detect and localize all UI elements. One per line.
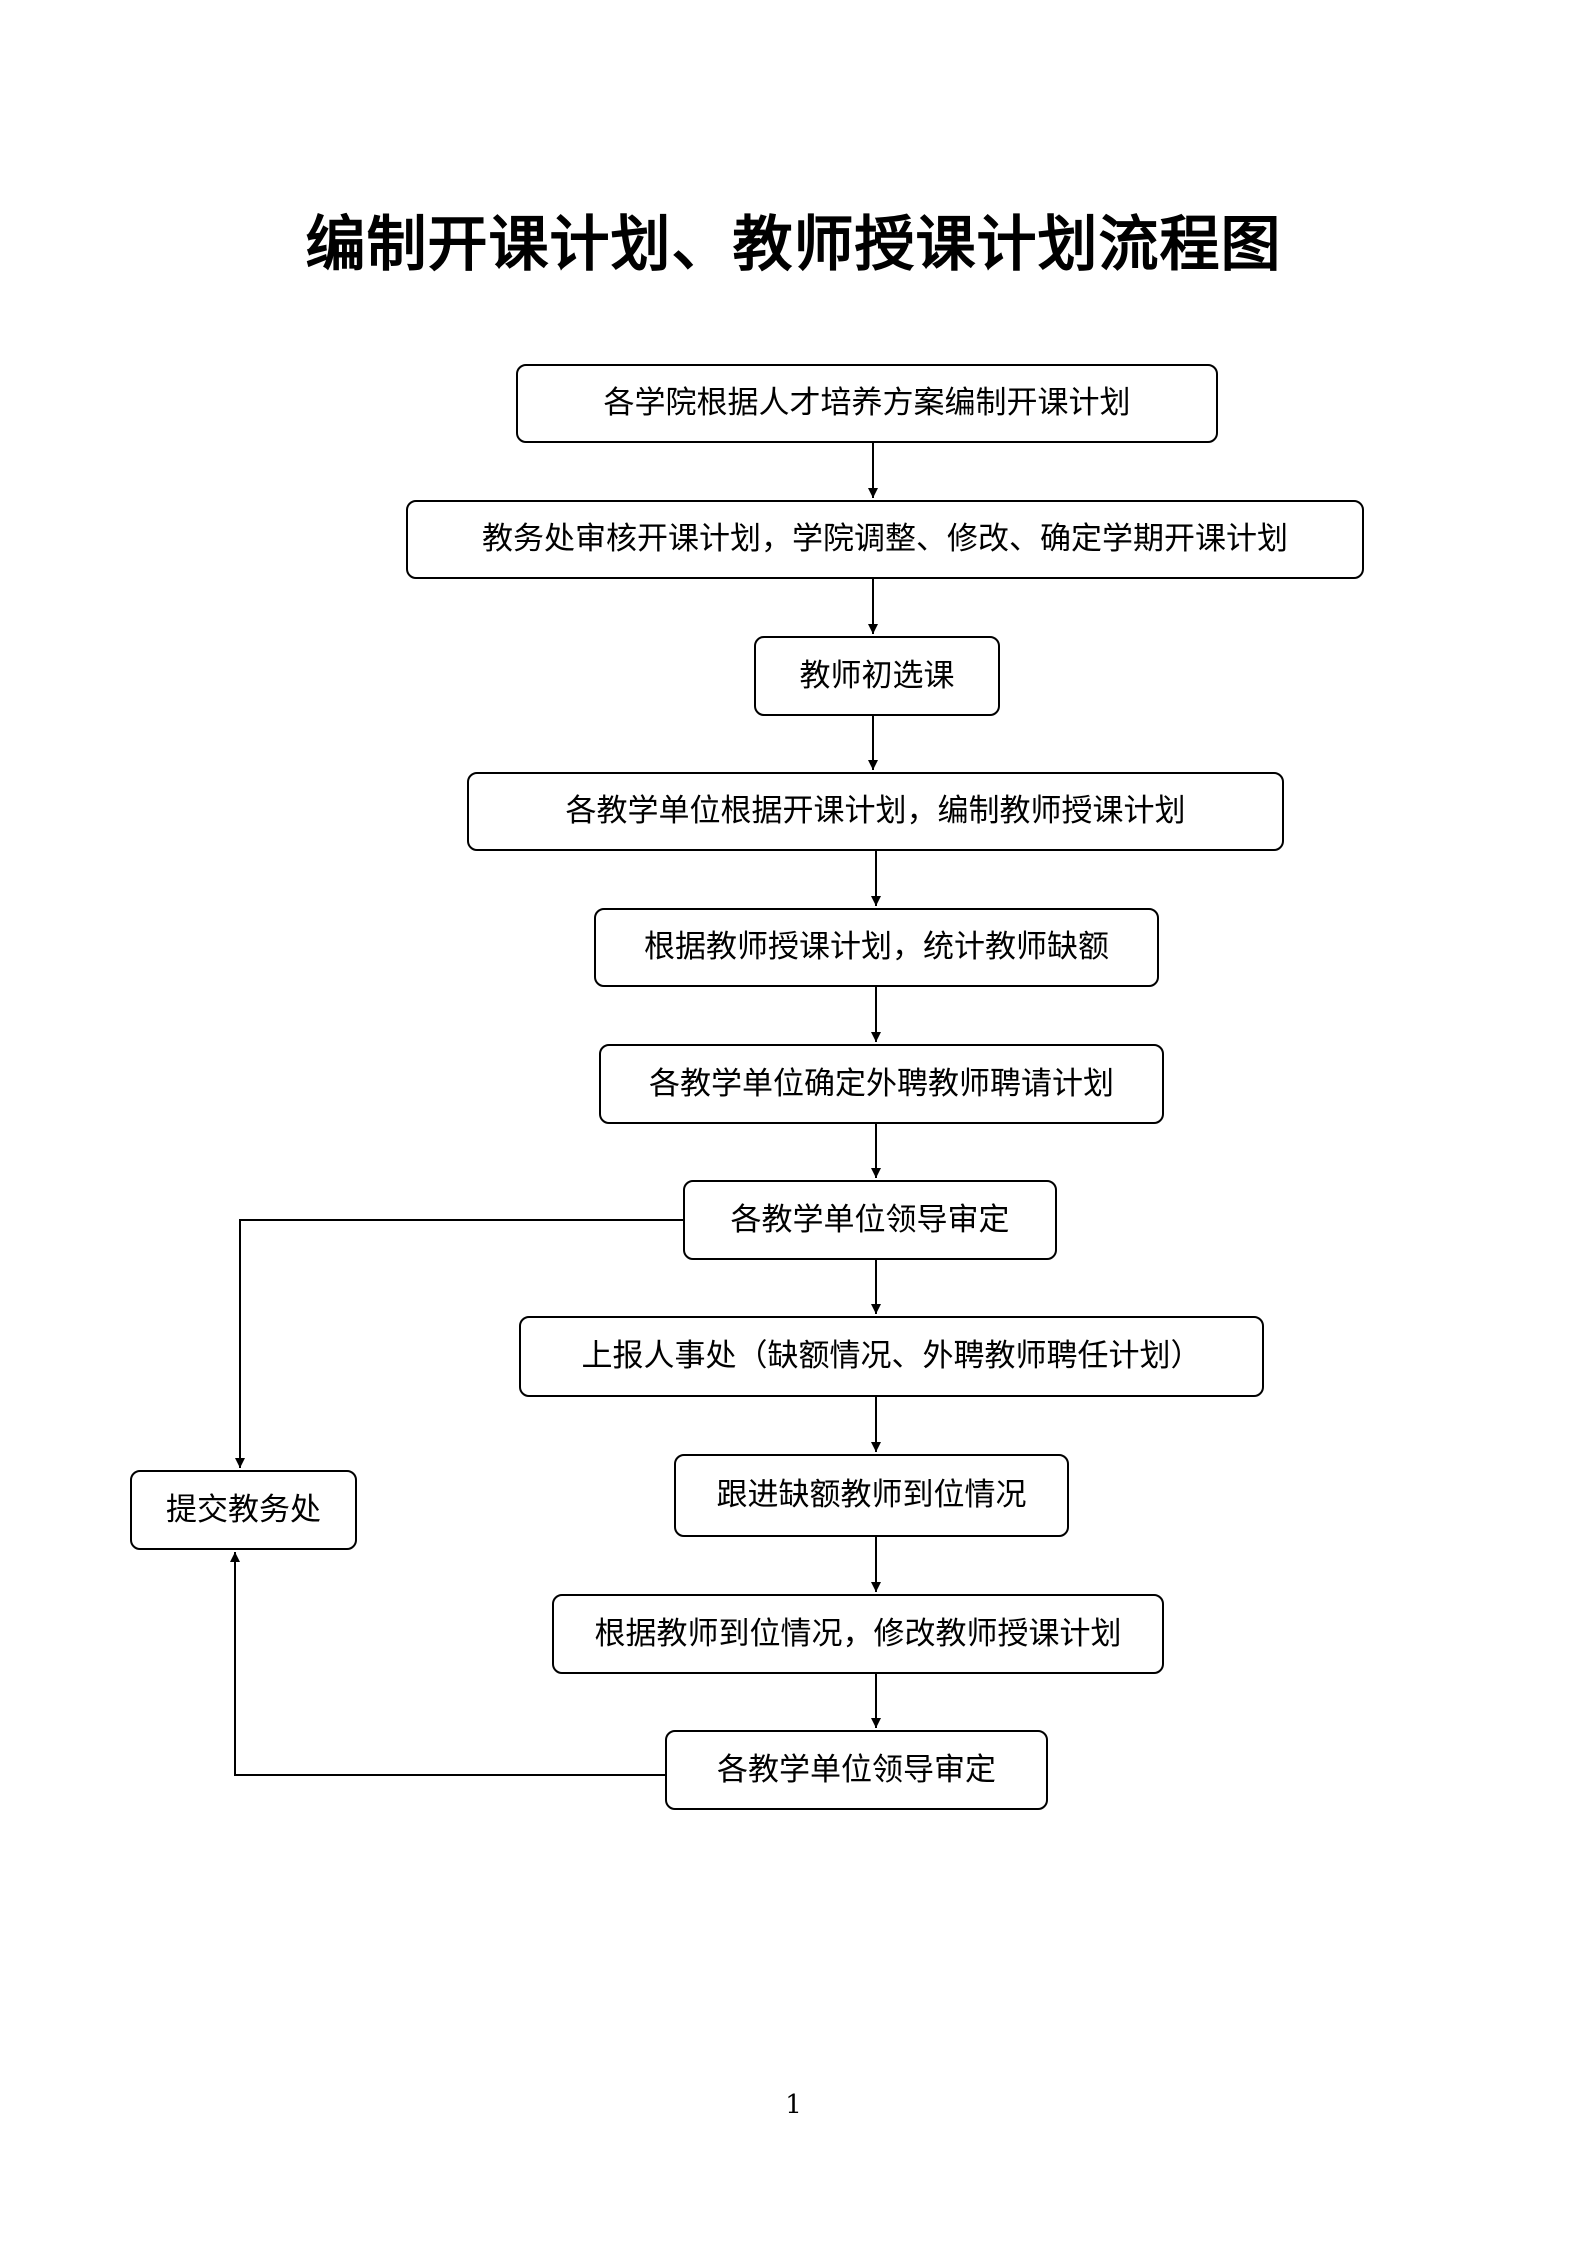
flow-step-4: 各教学单位根据开课计划，编制教师授课计划	[467, 772, 1284, 851]
flow-step-3: 教师初选课	[754, 636, 1000, 716]
flow-step-10: 根据教师到位情况，修改教师授课计划	[552, 1594, 1164, 1674]
flow-step-8: 上报人事处（缺额情况、外聘教师聘任计划）	[519, 1316, 1264, 1397]
flow-step-2: 教务处审核开课计划，学院调整、修改、确定学期开课计划	[406, 500, 1364, 579]
flow-step-11: 各教学单位领导审定	[665, 1730, 1048, 1810]
flow-step-1: 各学院根据人才培养方案编制开课计划	[516, 364, 1218, 443]
page-title: 编制开课计划、教师授课计划流程图	[305, 210, 1282, 280]
page-number: 1	[785, 2090, 802, 2120]
flow-step-9: 跟进缺额教师到位情况	[674, 1454, 1069, 1537]
flow-side-submit: 提交教务处	[130, 1470, 357, 1550]
flow-step-5: 根据教师授课计划，统计教师缺额	[594, 908, 1159, 987]
arrow-n11-side	[230, 1552, 665, 1776]
flow-step-7: 各教学单位领导审定	[683, 1180, 1057, 1260]
arrow-n7-side	[235, 1219, 683, 1468]
flow-step-6: 各教学单位确定外聘教师聘请计划	[599, 1044, 1164, 1124]
